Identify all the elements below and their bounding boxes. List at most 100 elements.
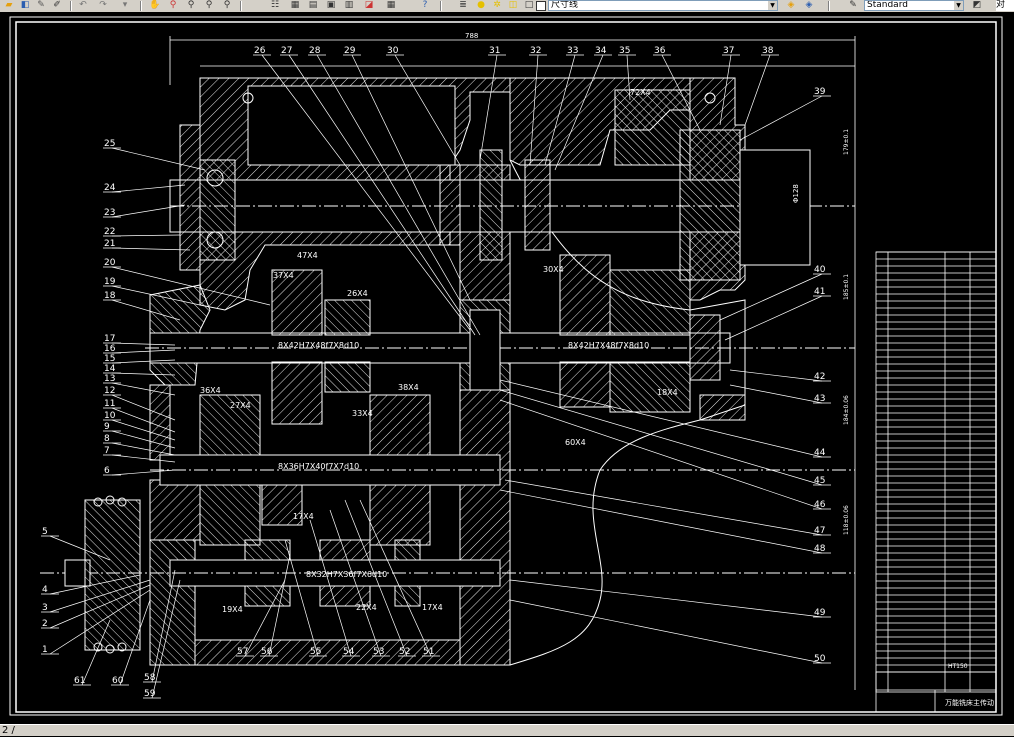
callout-leader [111,266,271,306]
properties-icon[interactable]: ☷ [270,0,280,10]
callout-leader [394,54,461,166]
callout-number: 3 [42,603,48,613]
callout-number: 16 [104,344,116,354]
gear-label: 38X4 [398,383,419,392]
design-center-icon[interactable]: ▦ [290,0,300,10]
style-combo[interactable]: Standard ▼ [864,0,964,11]
diameter-label: Φ128 [792,184,800,203]
redo-icon[interactable]: ↷ [99,0,107,10]
callout-leader [509,579,823,618]
command-line[interactable]: 2 / [0,724,1014,736]
callout-leader [499,379,823,458]
callout-leader [111,299,181,321]
layers-icon[interactable]: ≣ [459,0,467,10]
callout-number: 60 [112,676,124,686]
callout-leader [268,554,291,657]
callout-leader [49,535,111,561]
save-icon[interactable]: ◧ [20,0,30,10]
title-block-material: HT150 [948,663,968,670]
callout-leader [111,469,176,476]
callout-leader [111,184,186,193]
tool-palettes-icon[interactable]: ▤ [308,0,318,10]
callout-leader [111,430,176,449]
command-prompt-text: 2 / [2,725,15,736]
callout-number: 22 [104,227,115,237]
callout-leader [111,419,176,441]
callout-number: 20 [104,258,116,268]
redo-dropdown-icon[interactable]: ▾ [122,0,128,10]
callout-leader [81,619,111,686]
callout-leader [739,95,823,141]
drawing-canvas[interactable]: 788 [0,12,1014,724]
help-icon[interactable]: ? [422,0,428,10]
shaft-3 [150,394,855,546]
callout-leader [261,54,471,331]
callout-number: 23 [104,208,115,218]
dbconnect-icon[interactable]: ◪ [364,0,374,10]
gear-label: 47X4 [297,251,318,260]
callout-number: 26 [254,46,266,56]
callout-leader [529,54,539,166]
callout-leader [544,54,576,166]
callout-number: 13 [104,374,115,384]
layer-previous-icon[interactable]: ◈ [805,0,813,10]
overall-dimension [169,36,856,690]
callout-leader [661,54,701,131]
sheet-set-icon[interactable]: ▣ [326,0,336,10]
spline-label: 8X36H7X40f7X7d10 [278,462,359,471]
callout-numbers: 1234567891011121314151617181920212223242… [42,46,826,699]
layer-color-swatch [536,1,546,11]
callout-leader [479,54,498,161]
zoom-realtime-icon[interactable]: ⚲ [169,0,177,10]
callout-number: 14 [104,364,116,374]
callout-leader [499,399,823,510]
zoom-previous-icon[interactable]: ⚲ [205,0,213,10]
callout-leader [244,579,286,657]
open-icon[interactable]: ▰ [5,0,13,10]
callout-number: 51 [423,647,434,657]
spindle-shaft [169,92,855,281]
gear-label: 22X4 [356,603,377,612]
callout-number: 44 [814,448,826,458]
gear-label: 36X4 [200,386,221,395]
callout-number: 46 [814,500,826,510]
markup-icon[interactable]: ▥ [344,0,354,10]
vdim-label: 118±0.06 [843,505,850,535]
callout-leader [284,539,319,657]
callout-number: 29 [344,46,356,56]
text-style-icon[interactable]: ✎ [849,0,857,10]
callout-number: 2 [42,619,48,629]
callout-number: 48 [814,544,826,554]
layer-combo[interactable]: 尺寸线 ▼ [548,0,778,11]
pan-icon[interactable]: ✋ [149,0,161,10]
callout-leader [111,147,206,171]
pen-icon[interactable]: ✎ [37,0,45,10]
chevron-down-icon[interactable]: ▼ [954,1,963,10]
callout-leader [719,54,732,126]
callout-number: 12 [104,386,115,396]
callout-leader [111,372,176,376]
zoom-window-icon[interactable]: ⚲ [187,0,195,10]
gear-label: 17X4 [293,512,314,521]
outer-frame [9,16,1003,716]
calculator-icon[interactable]: ▦ [386,0,396,10]
callout-leader [49,579,151,613]
chevron-down-icon[interactable]: ▼ [768,1,777,10]
callout-leader [724,295,823,341]
shaft-4 [40,495,855,654]
zoom-extents-icon[interactable]: ⚲ [223,0,231,10]
gear-label: 60X4 [565,438,586,447]
dim-style-icon[interactable]: ◩ [972,0,982,10]
callout-leader [626,54,631,101]
gear-label: 17X4 [422,603,443,612]
callout-leader [309,519,352,657]
callout-number: 28 [309,46,321,56]
undo-icon[interactable]: ↶ [79,0,87,10]
callout-number: 4 [42,585,48,595]
leader-lines [41,54,831,699]
callout-leader [49,574,141,595]
callout-leader [729,384,823,404]
plot-icon[interactable]: ✐ [53,0,61,10]
callout-number: 11 [104,399,115,409]
make-current-layer-icon[interactable]: ◈ [787,0,795,10]
